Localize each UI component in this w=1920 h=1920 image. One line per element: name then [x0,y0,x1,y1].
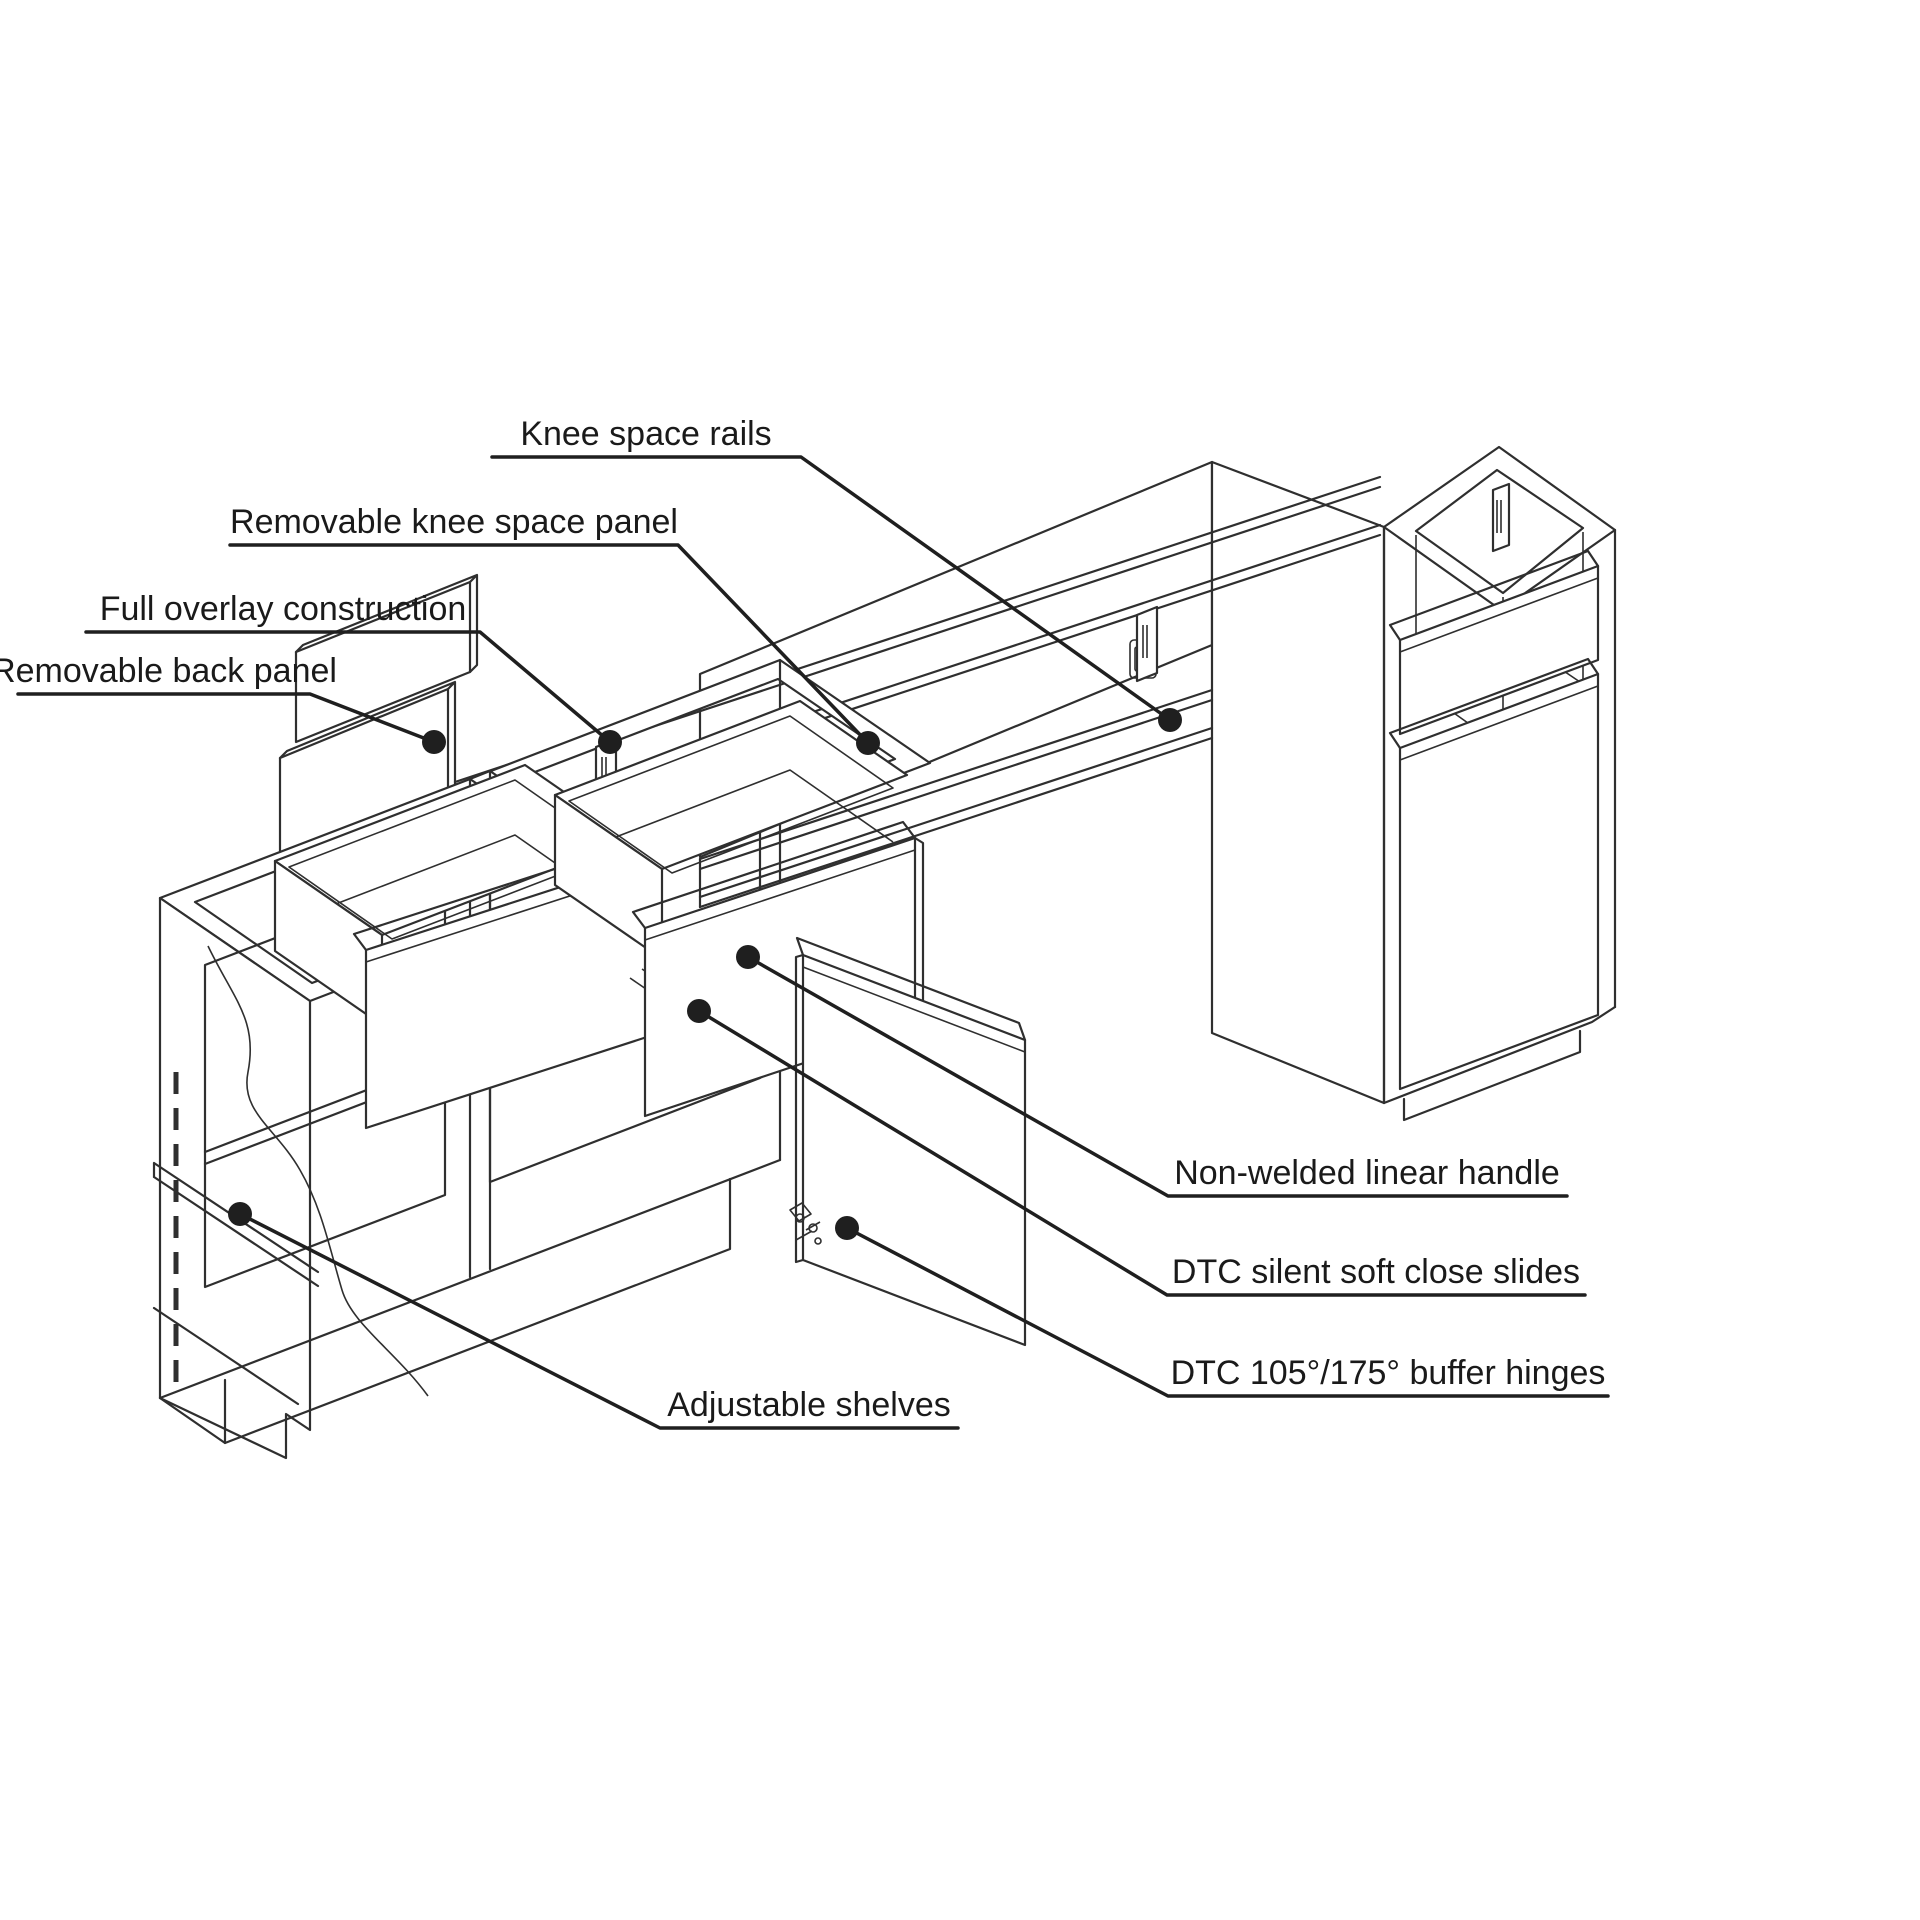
label-dtc-slides: DTC silent soft close slides [1172,1253,1580,1291]
leader-adjustable-shelves [238,1212,960,1430]
open-door [789,936,1027,1347]
leader-dot [1158,708,1182,732]
leader-full-overlay-construction [84,630,612,744]
removable-back-panels [278,573,479,868]
label-non-welded-linear-handle: Non-welded linear handle [1174,1154,1560,1192]
label-removable-knee-space-panel: Removable knee space panel [230,503,678,541]
callout-labels: Knee space rails Removable knee space pa… [0,415,1605,1424]
leader-dot [598,730,622,754]
right-cabinet [1382,445,1617,1122]
label-knee-space-rails: Knee space rails [520,415,771,453]
toe-kick [158,1177,732,1445]
right-door-front [1398,672,1600,1091]
callout-leaders [16,455,1610,1430]
label-dtc-hinges: DTC 105°/175° buffer hinges [1171,1354,1606,1392]
label-removable-back-panel: Removable back panel [0,652,337,690]
leader-dot [856,731,880,755]
drawer-handle [631,820,917,930]
leader-non-welded-linear-handle [746,955,1569,1198]
right-drawer-front [1398,564,1600,736]
leader-dot [687,999,711,1023]
cabinet-bottom-edge [152,1306,300,1406]
hinge-icon [789,1202,822,1245]
label-full-overlay-construction: Full overlay construction [100,590,467,628]
right-toe-kick [1402,1029,1582,1122]
leader-removable-back-panel [16,692,436,744]
right-cabinet-side-panel [1210,460,1386,1105]
leader-dot [835,1216,859,1240]
door-handle [795,936,1027,1042]
right-door-handle [1388,657,1600,750]
shelf-cutaway [152,945,429,1406]
leader-dtc-slides [697,1009,1587,1297]
right-drawer-handle [1388,549,1600,642]
leader-dot [736,945,760,969]
leader-knee-space-rails [490,455,1172,722]
break-line [207,945,429,1397]
leader-removable-knee-space-panel [228,543,870,745]
leader-dot [228,1202,252,1226]
leader-dtc-hinges [845,1226,1610,1398]
label-adjustable-shelves: Adjustable shelves [667,1386,951,1424]
leader-dot [422,730,446,754]
door-panel [801,953,1027,1347]
